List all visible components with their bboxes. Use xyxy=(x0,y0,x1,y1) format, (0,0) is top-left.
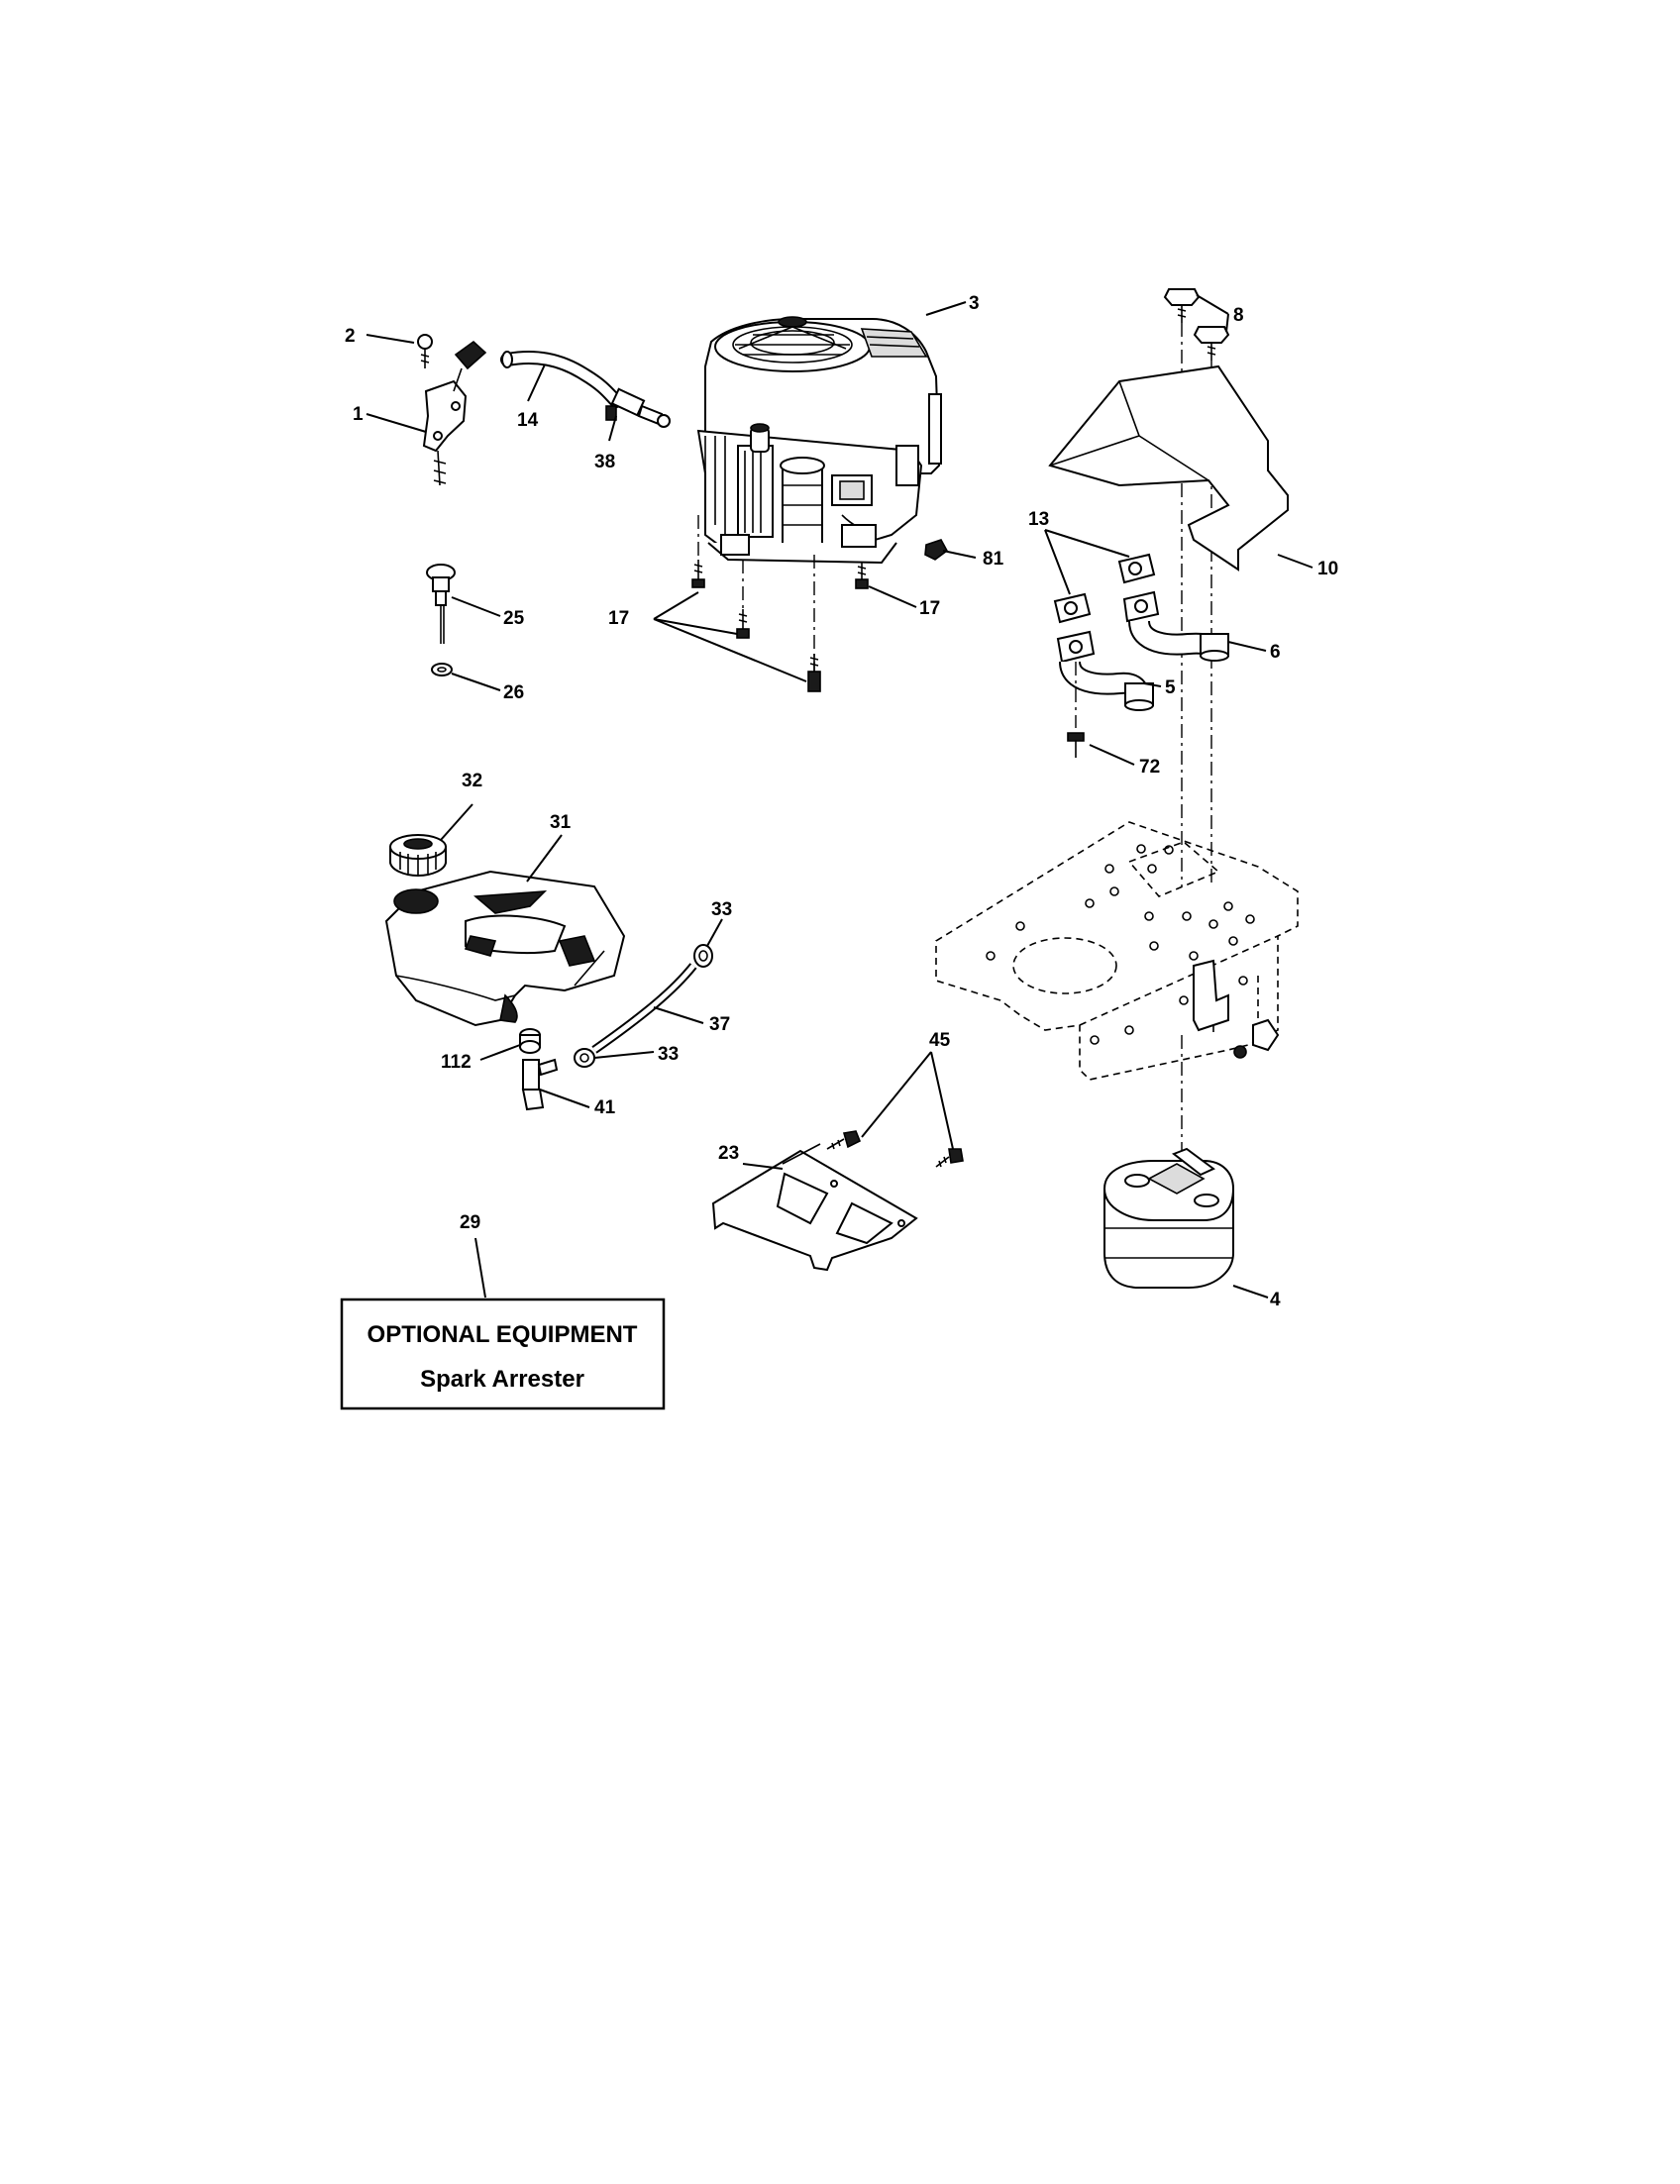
bushing-part-112 xyxy=(519,1028,541,1054)
clamp-part-33-a xyxy=(693,944,713,968)
throttle-control-assembly xyxy=(422,340,487,486)
fitting-part-81 xyxy=(924,539,949,561)
callout-14: 14 xyxy=(517,410,539,431)
optional-equipment-box: OPTIONAL EQUIPMENT Spark Arrester xyxy=(340,1298,666,1410)
bolt-part-45-b xyxy=(935,1148,964,1168)
callout-72: 72 xyxy=(1139,757,1160,778)
callout-8: 8 xyxy=(1233,305,1244,326)
fuel-tank-part-31 xyxy=(384,870,626,1027)
muffler-part-4 xyxy=(1103,1147,1234,1289)
bolt-part-17-d xyxy=(807,654,821,692)
callout-41: 41 xyxy=(594,1097,616,1118)
screw-part-72 xyxy=(1067,662,1085,758)
optional-equipment-title: OPTIONAL EQUIPMENT xyxy=(368,1321,638,1348)
callout-26: 26 xyxy=(503,682,524,703)
spark-arrester-label: Spark Arrester xyxy=(420,1366,584,1393)
callout-13: 13 xyxy=(1028,509,1049,530)
callout-6: 6 xyxy=(1270,642,1281,663)
fuel-line-part-14 xyxy=(500,351,623,408)
callout-4: 4 xyxy=(1270,1290,1281,1310)
callout-10: 10 xyxy=(1317,559,1338,579)
callout-5: 5 xyxy=(1165,677,1176,698)
seal-part-26 xyxy=(431,663,453,676)
plate-part-23 xyxy=(711,1143,918,1272)
fuel-filter-part-38 xyxy=(605,387,671,428)
exhaust-pipe-part-6 xyxy=(1122,590,1229,662)
fuel-line-part-37 xyxy=(591,963,697,1054)
callout-81: 81 xyxy=(983,549,1004,570)
callout-37: 37 xyxy=(709,1014,730,1035)
callout-38: 38 xyxy=(594,452,615,472)
callout-32: 32 xyxy=(462,771,482,791)
frame-chassis xyxy=(935,821,1299,1081)
dipstick-part-25 xyxy=(426,564,456,644)
gasket-part-13-b xyxy=(1117,553,1156,584)
clamp-part-33-b xyxy=(574,1048,595,1068)
shutoff-valve-part-41 xyxy=(521,1058,559,1111)
callout-17-right: 17 xyxy=(919,598,940,619)
gasket-part-13-a xyxy=(1053,592,1092,624)
callout-33-top: 33 xyxy=(711,899,732,920)
bolt-part-17-a xyxy=(691,515,705,588)
bolt-part-45-a xyxy=(826,1130,862,1150)
callout-31: 31 xyxy=(550,812,572,833)
callout-33-bottom: 33 xyxy=(658,1044,679,1065)
callout-23: 23 xyxy=(718,1143,739,1164)
fuel-cap-part-32 xyxy=(389,834,447,878)
callout-2: 2 xyxy=(345,326,356,347)
heat-shield-part-10 xyxy=(1048,364,1289,572)
callout-45: 45 xyxy=(929,1030,951,1051)
callout-3: 3 xyxy=(969,293,980,314)
callout-labels: 2 1 14 38 3 81 17 17 25 26 8 10 13 6 5 7… xyxy=(345,293,1338,1310)
callout-17-left: 17 xyxy=(608,608,629,629)
callout-112: 112 xyxy=(441,1052,472,1073)
callout-25: 25 xyxy=(503,608,525,629)
bolt-part-17-c xyxy=(855,563,869,589)
screw-part-2 xyxy=(417,334,433,368)
callout-29: 29 xyxy=(460,1212,480,1233)
bolt-part-17-b xyxy=(736,560,750,639)
engine-part-3 xyxy=(696,316,942,683)
callout-1: 1 xyxy=(353,404,364,425)
leader-lines xyxy=(366,294,1313,1299)
